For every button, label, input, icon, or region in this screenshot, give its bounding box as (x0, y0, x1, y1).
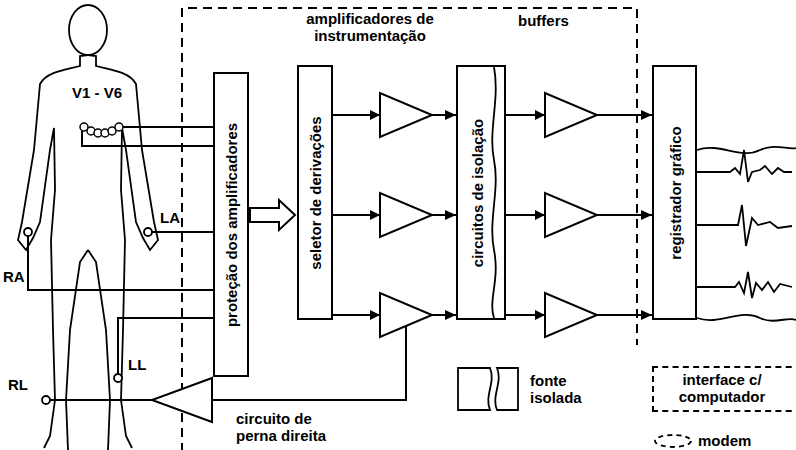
right-leg-driver (152, 326, 406, 422)
block-label: fonte isolada (530, 372, 600, 407)
computer-interface-box: interface c/ computador (652, 366, 796, 412)
electrode-label: RA (3, 268, 25, 285)
block-label: amplificadores de instrumentação (300, 10, 440, 45)
chest-electrodes (80, 123, 123, 137)
lead-selector-box: seletor de derivações (297, 65, 333, 320)
human-figure (18, 5, 158, 450)
block-label: circuito de perna direita (236, 410, 356, 445)
node-text: circuitos de isolação (469, 118, 486, 266)
lead-wires (28, 127, 213, 400)
electrode-label: V1 - V6 (72, 84, 122, 101)
chart-recorder-box: registrador gráfico (652, 65, 697, 320)
block-label: buffers (518, 12, 569, 29)
block-arrow (250, 200, 295, 230)
equipment-frame (182, 8, 637, 450)
node-text: seletor de derivações (307, 116, 324, 269)
limb-electrodes (24, 228, 152, 404)
modem-symbol (655, 435, 691, 447)
node-text: proteção dos amplificadores (223, 122, 240, 326)
isolation-box: circuitos de isolação (456, 65, 506, 320)
node-text: registrador gráfico (666, 126, 683, 259)
electrode-label: LA (160, 209, 180, 226)
electrode-label: RL (8, 376, 28, 393)
amplifiers (380, 93, 597, 337)
protection-box: proteção dos amplificadores (213, 72, 249, 377)
isolation-barrier (492, 67, 495, 318)
electrode-label: LL (128, 356, 146, 373)
block-label: modem (698, 432, 751, 449)
isolated-supply (458, 368, 518, 410)
node-text: interface c/ computador (654, 368, 796, 406)
ecg-traces (697, 147, 796, 321)
